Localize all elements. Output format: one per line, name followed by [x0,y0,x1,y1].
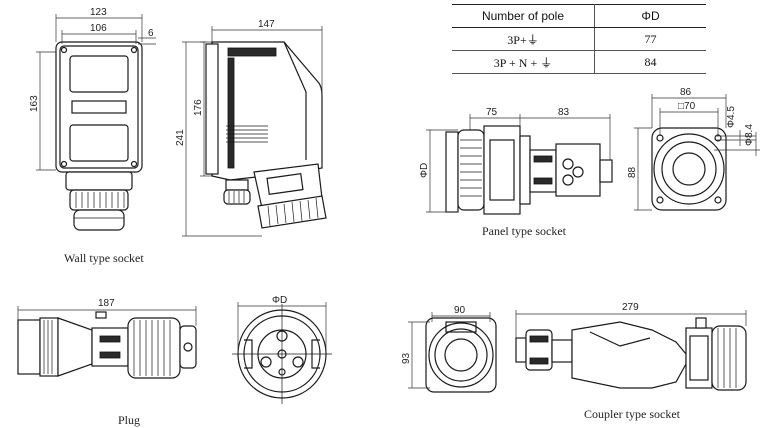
header-number-of-pole: Number of pole [452,4,595,28]
caption-plug: Plug [118,413,140,427]
dim-wall-inner: 106 [90,23,107,34]
dim-plug-187: 187 [98,298,115,309]
dim-panel-83: 83 [558,107,570,118]
wall-socket-side-view: 147 176 241 [175,19,327,237]
plug-front-view: ΦD [232,295,332,404]
diameter-cell: 84 [594,50,706,74]
dim-panel-88: 88 [627,166,638,178]
dim-wall-width: 123 [90,7,107,18]
table-row: 3P+⏚ 77 [452,27,706,51]
coupler-socket-front-view: 90 93 [401,305,497,393]
table-row: 3P + N + ⏚ 84 [452,50,706,74]
panel-socket-front-view: 86 □70 Φ4.5 Φ8.4 88 [627,87,760,211]
dim-wall-height: 163 [29,95,40,112]
dim-side-height: 176 [193,99,204,116]
dim-coupler-93: 93 [401,352,412,364]
dim-panel-phi84: Φ8.4 [744,124,755,146]
diameter-cell: 77 [594,27,706,51]
dim-panel-phi45: Φ4.5 [726,106,737,128]
plug-side-view: 187 [17,298,197,379]
dim-plug-phid: ΦD [272,295,287,306]
dim-side-width: 147 [258,19,275,30]
dim-panel-86: 86 [680,87,692,98]
dim-panel-75: 75 [486,107,498,118]
caption-panel-type: Panel type socket [482,224,567,238]
coupler-socket-side-view: 279 [515,302,747,391]
pole-diameter-table: Number of pole ΦD 3P+⏚ 77 3P + N + ⏚ 84 [452,4,706,74]
pole-cell: 3P + N + ⏚ [452,50,595,74]
dim-side-total: 241 [175,129,186,146]
dim-panel-sq70: □70 [678,101,696,112]
dim-panel-phid: ΦD [419,163,430,178]
caption-wall-type: Wall type socket [64,251,144,265]
panel-socket-side-view: 75 83 ΦD [419,107,613,215]
caption-coupler-type: Coupler type socket [584,407,681,421]
table-header-row: Number of pole ΦD [452,4,706,28]
dim-wall-6: 6 [148,28,154,39]
wall-socket-front-view: 123 106 6 163 [29,7,156,231]
dim-coupler-90: 90 [454,305,466,316]
header-phi-d: ΦD [594,4,706,28]
dim-coupler-279: 279 [622,302,639,313]
pole-cell: 3P+⏚ [452,27,595,51]
